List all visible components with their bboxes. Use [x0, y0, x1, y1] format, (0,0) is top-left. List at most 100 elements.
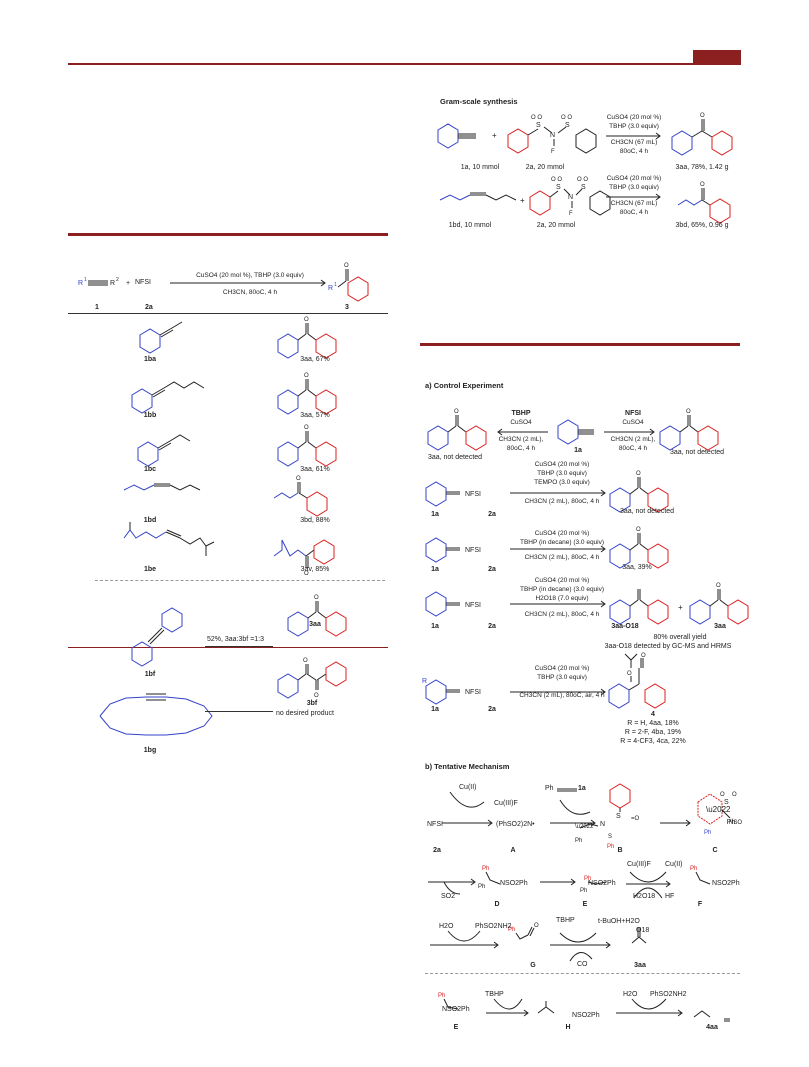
- svg-text:Ph: Ph: [438, 993, 445, 999]
- mech-r3-label-G: G: [530, 962, 536, 969]
- scope-reagent: NFSI: [135, 279, 151, 286]
- exp2-cond-2: TBHP (3.0 equiv): [537, 470, 587, 477]
- mech-r1-radical: (PhSO2)2N•: [496, 821, 535, 828]
- svg-text:O: O: [314, 693, 319, 699]
- mech-r1-label-C: C: [712, 847, 718, 854]
- gram-row2-cond-2: TBHP (3.0 equiv): [609, 184, 659, 191]
- exp5-nfsi: NFSI: [465, 689, 481, 696]
- mech-r4-label-E: E: [453, 1024, 459, 1031]
- svg-text:O: O: [700, 113, 705, 119]
- gram-row1-reagent-label: 2a, 20 mmol: [525, 164, 565, 171]
- svg-text:O: O: [304, 317, 309, 323]
- scope-row5-substrate: 1be: [143, 566, 157, 573]
- svg-text:O: O: [627, 671, 632, 677]
- mech-r3-phso2nh2: PhSO2NH2: [475, 923, 512, 930]
- mech-r4-phso2nh2: PhSO2NH2: [650, 991, 687, 998]
- mech-r2-label-E: E: [582, 901, 588, 908]
- svg-text:S: S: [616, 813, 621, 820]
- scope-num-2a: 2a: [145, 304, 153, 311]
- mech-dash-separator: [425, 973, 740, 974]
- svg-text:O: O: [454, 409, 459, 415]
- gram-row2-cond-4: 80oC, 4 h: [619, 209, 649, 216]
- exp3-nfsi: NFSI: [465, 547, 481, 554]
- svg-text:O: O: [534, 923, 539, 929]
- svg-text:F: F: [551, 149, 555, 155]
- svg-text:Ph: Ph: [584, 876, 591, 882]
- svg-text:O: O: [720, 792, 725, 798]
- gram-cond-2: TBHP (3.0 equiv): [609, 123, 659, 130]
- scope-row3-product: 3aa, 61%: [300, 466, 330, 473]
- svg-text:O: O: [636, 471, 641, 477]
- scope-bg-result: no desired product: [276, 710, 334, 717]
- exp1-right-reagent: NFSI: [625, 410, 641, 417]
- svg-text:1: 1: [334, 282, 337, 288]
- mech-row2-arrows: Ph Ph Ph Ph Ph: [428, 866, 711, 899]
- svg-text:+: +: [126, 280, 130, 287]
- svg-text:\u2022: \u2022: [706, 805, 731, 814]
- exp5-cond-1: CuSO4 (20 mol %): [534, 665, 590, 672]
- left-section-rule: [68, 233, 388, 236]
- exp4-reag-label: 2a: [488, 623, 496, 630]
- svg-text:Ph: Ph: [482, 866, 489, 872]
- scope-conditions-bottom: CH3CN, 80oC, 4 h: [222, 289, 278, 296]
- svg-text:S: S: [565, 122, 570, 129]
- gram-cond-1: CuSO4 (20 mol %): [606, 114, 662, 121]
- exp3-solvent: CH3CN (2 mL), 80oC, 4 h: [524, 554, 600, 561]
- mech-r4-tbhp: TBHP: [485, 991, 504, 998]
- svg-text:=O: =O: [631, 816, 640, 822]
- scope-row2-product: 3aa, 57%: [300, 412, 330, 419]
- svg-text:1: 1: [84, 277, 87, 283]
- svg-text:S: S: [608, 834, 612, 840]
- exp5-solvent: CH3CN (2 mL), 80oC, air, 4 h: [519, 692, 605, 699]
- exp1-right-cond-1: CH3CN (2 mL),: [610, 436, 656, 443]
- mech-r2-label-F: F: [697, 901, 703, 908]
- scope-bf-arrow: [205, 646, 273, 647]
- mech-r1-label-B: B: [617, 847, 623, 854]
- mech-r3-tbuoh: t-BuOH+H2O: [598, 918, 640, 925]
- scope-bf-top-label: 3aa: [309, 621, 321, 628]
- header-accent-block: [693, 50, 741, 63]
- exp1-left-reagent: TBHP: [511, 410, 531, 417]
- svg-text:+: +: [520, 196, 525, 205]
- mech-row1-arrows: S N =O \u2022 Ph S Ph \u2022 O S O NSO P…: [442, 783, 742, 850]
- scope-row1-product: 3aa, 67%: [300, 356, 330, 363]
- scope-rows-structures: O O O O O O: [123, 317, 347, 667]
- exp2-cond-3: TEMPO (3.0 equiv): [534, 479, 590, 486]
- scope-num-3: 3: [345, 304, 349, 311]
- mech-r1-ph: Ph: [545, 785, 554, 792]
- svg-text:O O: O O: [531, 115, 542, 121]
- svg-text:O: O: [700, 182, 705, 188]
- exp2-result: 3aa, not detected: [619, 508, 675, 515]
- svg-text:Ph: Ph: [580, 888, 587, 894]
- svg-text:O O: O O: [577, 177, 588, 183]
- scope-row4-substrate: 1bd: [143, 517, 157, 524]
- svg-text:Ph: Ph: [704, 830, 711, 836]
- mech-r4-e-nso2ph: NSO2Ph: [442, 1006, 470, 1013]
- exp2-nfsi: NFSI: [465, 491, 481, 498]
- exp4-sm-label: 1a: [431, 623, 439, 630]
- header-rule: [68, 63, 741, 65]
- svg-text:S: S: [581, 184, 586, 191]
- exp1-left-cat: CuSO4: [510, 419, 532, 426]
- mech-r3-label-3aa: 3aa: [634, 962, 646, 969]
- exp1-left-cond-2: 80oC, 4 h: [506, 445, 536, 452]
- exp4-solvent: CH3CN (2 mL), 80oC, 4 h: [524, 611, 600, 618]
- scope-row2-substrate: 1bb: [143, 412, 157, 419]
- exp4-product-2: 3aa: [714, 623, 726, 630]
- exp4-product-1: 3aa-O18: [611, 623, 639, 630]
- exp4-cond-3: H2O18 (7.0 equiv): [535, 595, 589, 602]
- exp3-cond-1: CuSO4 (20 mol %): [534, 530, 590, 537]
- mech-r1-cu3f: Cu(III)F: [494, 800, 518, 807]
- mech-r2-f-nso2ph: NSO2Ph: [712, 880, 740, 887]
- gram-row2-product-label: 3bd, 65%, 0.96 g: [675, 222, 729, 229]
- svg-text:NSO: NSO: [729, 820, 742, 826]
- gram-row2-reagent-label: 2a, 20 mmol: [536, 222, 576, 229]
- svg-text:O: O: [304, 571, 309, 577]
- scope-bg-substrate: 1bg: [143, 747, 157, 754]
- exp2-cond-1: CuSO4 (20 mol %): [534, 461, 590, 468]
- exp5-reag-label: 2a: [488, 706, 496, 713]
- gram-row1-sm-label: 1a, 10 mmol: [460, 164, 500, 171]
- mech-r1-1a: 1a: [578, 785, 586, 792]
- svg-text:O: O: [303, 658, 308, 664]
- scope-bg-arrow: [205, 711, 273, 712]
